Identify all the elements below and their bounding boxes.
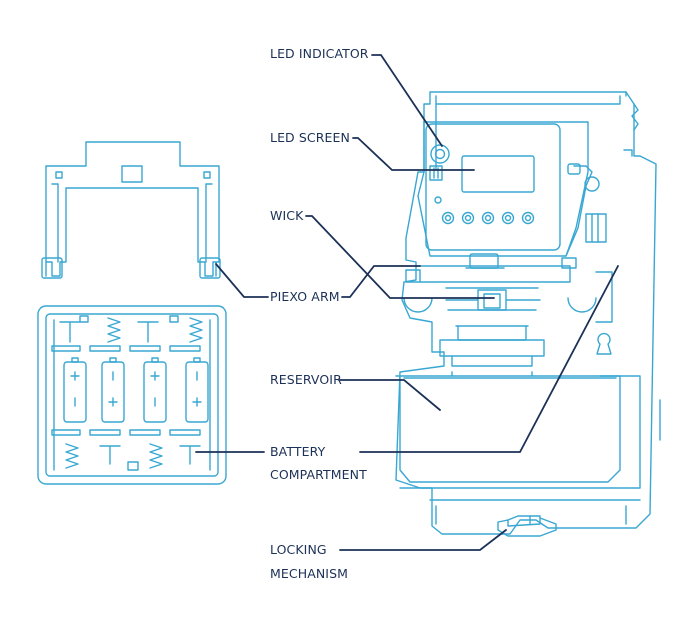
keyhole-icon [596, 332, 612, 355]
device-housing [395, 91, 661, 537]
label-compartment: COMPARTMENT [270, 467, 367, 482]
leader-reservoir [339, 379, 441, 411]
leader-wick [305, 215, 495, 299]
label-reservoir: RESERVOIR [270, 372, 342, 387]
label-locking: LOCKING [270, 542, 327, 557]
leader-battery-device [359, 265, 619, 453]
label-battery: BATTERY [270, 444, 326, 459]
label-wick: WICK [270, 208, 304, 223]
spring-coil-icon [189, 317, 203, 343]
battery-cell-icon [143, 361, 167, 423]
button-icon [521, 211, 535, 225]
mounting-bracket [41, 141, 221, 279]
spring-coil-icon [65, 443, 79, 469]
battery-cell-icon [63, 361, 87, 423]
button-icon [481, 211, 495, 225]
label-piezo-arm: PIEXO ARM [270, 289, 340, 304]
leader-led-screen [352, 137, 475, 171]
label-mechanism: MECHANISM [270, 566, 349, 581]
leader-locking [339, 529, 507, 551]
battery-cell-icon [185, 361, 209, 423]
leader-piezo-arm [341, 265, 421, 298]
button-icon [461, 211, 475, 225]
leader-led-indicator [371, 54, 443, 147]
led-ring [430, 144, 450, 164]
battery-cell-icon [101, 361, 125, 423]
label-led-indicator: LED INDICATOR [270, 46, 369, 61]
spring-coil-icon [149, 443, 163, 469]
button-icon [441, 211, 455, 225]
battery-tray [37, 305, 227, 485]
spring-coil-icon [107, 317, 121, 343]
led-screen-shape [461, 155, 535, 193]
leader-piezo-bracket [215, 263, 269, 298]
leader-lines [195, 54, 619, 551]
label-led-screen: LED SCREEN [270, 130, 350, 145]
button-icon [501, 211, 515, 225]
